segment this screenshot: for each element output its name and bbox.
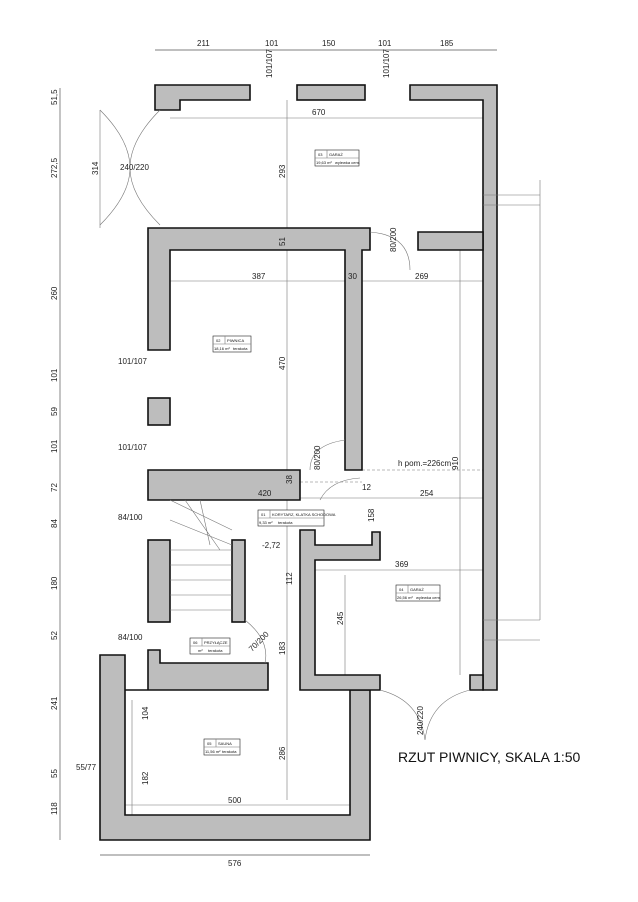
dim-top-3: 150 bbox=[322, 39, 336, 48]
dim: 470 bbox=[278, 356, 287, 370]
walls bbox=[99, 84, 498, 841]
dim: 254 bbox=[420, 489, 434, 498]
room-number: 06 bbox=[193, 640, 198, 645]
window-label: 101/107 bbox=[118, 443, 147, 452]
room-floor: terakota bbox=[222, 749, 237, 754]
dim-left: 180 bbox=[50, 576, 59, 590]
room-label-03: 03 GARAŻ 19,63 m² wylewka cem. bbox=[314, 149, 360, 167]
room-area: 26,56 m² bbox=[397, 595, 413, 600]
dim-top-5: 185 bbox=[440, 39, 454, 48]
dim-left: 72 bbox=[50, 483, 59, 492]
dim-left: 272,5 bbox=[50, 157, 59, 178]
room-name: PIWNICA bbox=[227, 338, 244, 343]
dim-left: 84 bbox=[50, 519, 59, 528]
room-label-05: 05 SAUNA 11,56 m² terakota bbox=[203, 738, 241, 756]
doors-and-stairs bbox=[99, 109, 541, 741]
room-name: PRZYŁĄCZE bbox=[204, 640, 228, 645]
room-area: 18,16 m² bbox=[214, 346, 230, 351]
dim: 182 bbox=[141, 771, 150, 785]
dim-left: 101 bbox=[50, 439, 59, 453]
room-number: 03 bbox=[318, 152, 323, 157]
level-mark: -2,72 bbox=[262, 541, 281, 550]
window-label: 101/107 bbox=[118, 357, 147, 366]
dim: 293 bbox=[278, 164, 287, 178]
dim-left: 52 bbox=[50, 631, 59, 640]
dim-left: 260 bbox=[50, 286, 59, 300]
room-area: m² bbox=[198, 648, 203, 653]
dim: 500 bbox=[228, 796, 242, 805]
door-label: 240/220 bbox=[120, 163, 149, 172]
dim: 245 bbox=[336, 611, 345, 625]
dimension-lines bbox=[59, 49, 497, 856]
room-floor: terakota bbox=[233, 346, 248, 351]
room-name: SAUNA bbox=[218, 741, 232, 746]
room-number: 05 bbox=[207, 741, 212, 746]
inner-dimensions: 670 293 51 387 30 269 470 910 420 254 36… bbox=[91, 108, 460, 868]
room-floor: wylewka cem. bbox=[335, 160, 360, 165]
dim-top-2: 101 bbox=[265, 39, 279, 48]
room-area: 9,33 m² bbox=[259, 520, 273, 525]
dim: 369 bbox=[395, 560, 409, 569]
window-label: 84/100 bbox=[118, 513, 143, 522]
dim-top-1: 211 bbox=[197, 39, 210, 48]
dim-left: 241 bbox=[50, 696, 59, 710]
dim: 51 bbox=[278, 237, 287, 246]
door-label: 240/220 bbox=[416, 706, 425, 735]
dim: 269 bbox=[415, 272, 429, 281]
dim: 158 bbox=[367, 508, 376, 522]
room-label-01: 01 KORYTARZ, KLATKA SCHODOWA 9,33 m² ter… bbox=[257, 509, 336, 527]
room-label-02: 02 PIWNICA 18,16 m² terakota bbox=[212, 335, 252, 353]
room-number: 02 bbox=[216, 338, 221, 343]
room-floor: terakota bbox=[208, 648, 223, 653]
dim-left: 55 bbox=[50, 769, 59, 778]
window-label: 101/107 bbox=[265, 49, 274, 78]
window-label: 101/107 bbox=[382, 49, 391, 78]
dim: 670 bbox=[312, 108, 326, 117]
room-name: KORYTARZ, KLATKA SCHODOWA bbox=[272, 512, 336, 517]
plan-title: RZUT PIWNICY, SKALA 1:50 bbox=[398, 749, 581, 765]
dim-left: 59 bbox=[50, 407, 59, 416]
window-label: 55/77 bbox=[76, 763, 97, 772]
dim: 286 bbox=[278, 746, 287, 760]
dim-left: 51,5 bbox=[50, 89, 59, 105]
dim: 112 bbox=[285, 572, 294, 585]
dim-left: 101 bbox=[50, 368, 59, 382]
dim-top-4: 101 bbox=[378, 39, 392, 48]
window-label: 84/100 bbox=[118, 633, 143, 642]
dim: 30 bbox=[348, 272, 357, 281]
room-label-04: 04 GARAŻ 26,56 m² wylewka cem. bbox=[395, 584, 441, 602]
dim: 387 bbox=[252, 272, 266, 281]
left-dimensions: 51,5 272,5 260 101 59 101 72 84 180 52 2… bbox=[50, 89, 59, 815]
room-floor: wylewka cem. bbox=[416, 595, 441, 600]
dim: 104 bbox=[141, 706, 150, 720]
dim: 12 bbox=[362, 483, 371, 492]
dim: 183 bbox=[278, 641, 287, 655]
dim: 576 bbox=[228, 859, 242, 868]
dim: 910 bbox=[451, 456, 460, 470]
dim: 314 bbox=[91, 161, 100, 175]
room-area: 19,63 m² bbox=[316, 160, 332, 165]
room-height-note: h pom.=226cm bbox=[398, 459, 451, 468]
door-label: 70/200 bbox=[247, 629, 271, 653]
room-floor: terakota bbox=[278, 520, 293, 525]
room-number: 04 bbox=[399, 587, 404, 592]
room-name: GARAŻ bbox=[329, 152, 343, 157]
dim-left: 118 bbox=[50, 802, 59, 815]
dim: 420 bbox=[258, 489, 272, 498]
dim: 38 bbox=[285, 475, 294, 484]
room-label-06: 06 PRZYŁĄCZE m² terakota bbox=[189, 637, 231, 655]
room-area: 11,56 m² bbox=[205, 749, 221, 754]
door-label: 80/200 bbox=[389, 227, 398, 252]
room-number: 01 bbox=[261, 512, 266, 517]
room-name: GARAŻ bbox=[410, 587, 424, 592]
door-label: 80/200 bbox=[313, 445, 322, 470]
